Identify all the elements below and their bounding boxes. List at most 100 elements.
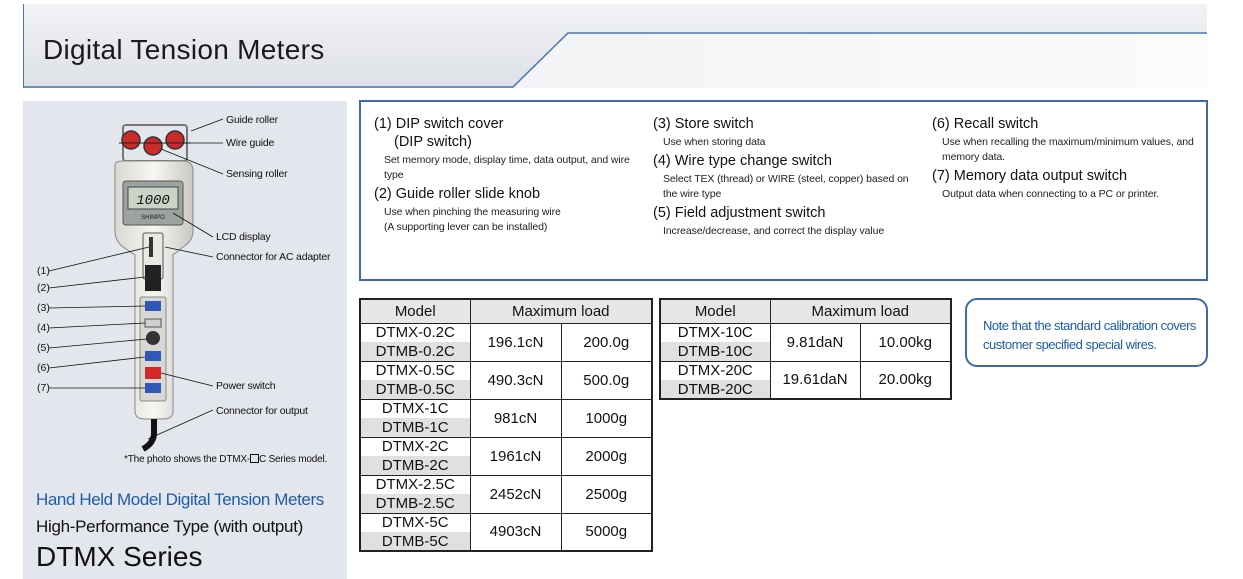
switch-5-desc: Increase/decrease, and correct the displ…: [663, 225, 885, 237]
number-label-3: (3): [37, 302, 50, 314]
table-row: DTMB-0.5C: [359, 380, 652, 400]
tension-meter-illustration: 1000 SHIMPO: [48, 118, 224, 452]
callout-sensing-roller: Sensing roller: [226, 168, 288, 180]
model-cell: DTMX-0.2C: [359, 322, 471, 342]
number-label-2: (2): [37, 282, 50, 294]
header-model: Model: [659, 298, 771, 324]
load-g-cell: 500.0g: [560, 360, 653, 400]
number-label-4: (4): [37, 322, 50, 334]
model-cell: DTMX-0.5C: [359, 360, 471, 380]
model-cell: DTMB-20C: [659, 380, 771, 400]
model-cell: DTMB-2.5C: [359, 494, 471, 514]
photo-note: *The photo shows the DTMX- C Series model…: [124, 454, 327, 465]
switch-column-2: (3) Store switch Use when storing data (…: [653, 115, 923, 241]
switch-7-title: (7) Memory data output switch: [932, 168, 1128, 184]
series-subtitle-1: Hand Held Model Digital Tension Meters: [36, 490, 324, 509]
load-g-cell: 2000g: [560, 436, 653, 476]
photo-note-suffix: C Series model.: [258, 454, 328, 465]
header-model: Model: [359, 298, 471, 324]
lcd-value: 1000: [136, 193, 170, 209]
switch-4-title: (4) Wire type change switch: [653, 153, 832, 169]
switch-2-desc-2: (A supporting lever can be installed): [384, 221, 548, 233]
table-header-row: Model Maximum load: [659, 298, 952, 324]
table-row: DTMB-5C: [359, 532, 652, 552]
series-subtitle-2: High-Performance Type (with output): [36, 517, 303, 536]
load-g-cell: 5000g: [560, 512, 653, 552]
number-label-6: (6): [37, 362, 50, 374]
header-max-load: Maximum load: [769, 298, 952, 324]
header-max-load: Maximum load: [469, 298, 653, 324]
model-cell: DTMX-10C: [659, 322, 771, 342]
switch-1-desc: Set memory mode, display time, data outp…: [384, 154, 630, 181]
switch-5-title: (5) Field adjustment switch: [653, 205, 826, 221]
header-banner: Digital Tension Meters: [23, 4, 1207, 88]
model-cell: DTMB-10C: [659, 342, 771, 362]
load-cn-cell: 490.3cN: [469, 360, 562, 400]
table-row: DTMB-2.5C: [359, 494, 652, 514]
callout-wire-guide: Wire guide: [226, 137, 275, 149]
load-cn-cell: 196.1cN: [469, 322, 562, 362]
load-cn-cell: 981cN: [469, 398, 562, 438]
load-g-cell: 200.0g: [560, 322, 653, 362]
load-cn-cell: 4903cN: [469, 512, 562, 552]
load-g-cell: 2500g: [560, 474, 653, 514]
callout-power-switch: Power switch: [216, 380, 276, 392]
model-cell: DTMX-2.5C: [359, 474, 471, 494]
product-panel: 1000 SHIMPO Guide roller Wire guide: [23, 101, 347, 579]
page-title: Digital Tension Meters: [43, 34, 325, 65]
model-cell: DTMB-5C: [359, 532, 471, 552]
switch-4-desc: Select TEX (thread) or WIRE (steel, copp…: [663, 173, 909, 200]
switch-6-desc: Use when recalling the maximum/minimum v…: [942, 136, 1194, 163]
number-label-5: (5): [37, 342, 50, 354]
model-cell: DTMB-2C: [359, 456, 471, 476]
load-kg-cell: 20.00kg: [859, 360, 952, 400]
switch-7-desc: Output data when connecting to a PC or p…: [942, 188, 1160, 200]
model-cell: DTMB-0.2C: [359, 342, 471, 362]
model-cell: DTMX-2C: [359, 436, 471, 456]
calibration-note-text: Note that the standard calibration cover…: [983, 318, 1196, 352]
table-row: DTMB-20C: [659, 380, 951, 400]
switch-1-title: (1) DIP switch cover: [374, 116, 504, 132]
banner-shape: [23, 4, 1207, 88]
switch-6-title: (6) Recall switch: [932, 116, 1039, 132]
load-g-cell: 1000g: [560, 398, 653, 438]
load-kg-cell: 10.00kg: [859, 322, 952, 362]
calibration-note: Note that the standard calibration cover…: [965, 298, 1208, 367]
model-cell: DTMX-20C: [659, 360, 771, 380]
switch-3-desc: Use when storing data: [663, 136, 766, 148]
table-row: DTMB-2C: [359, 456, 652, 476]
switch-1-subtitle: (DIP switch): [394, 134, 472, 150]
model-cell: DTMB-0.5C: [359, 380, 471, 400]
series-name: DTMX Series: [36, 541, 203, 572]
brand-label: SHIMPO: [141, 215, 165, 221]
photo-note-prefix: *The photo shows the DTMX-: [124, 454, 250, 465]
model-cell: DTMX-5C: [359, 512, 471, 532]
callout-lcd-display: LCD display: [216, 231, 271, 243]
load-cn-cell: 1961cN: [469, 436, 562, 476]
switch-3-title: (3) Store switch: [653, 116, 754, 132]
number-label-7: (7): [37, 382, 50, 394]
switch-column-3: (6) Recall switch Use when recalling the…: [932, 115, 1200, 204]
load-cn-cell: 2452cN: [469, 474, 562, 514]
callout-ac-connector: Connector for AC adapter: [216, 251, 331, 263]
callout-guide-roller: Guide roller: [226, 114, 278, 126]
table-header-row: Model Maximum load: [359, 298, 653, 324]
placeholder-box-icon: [249, 454, 259, 463]
switch-description-box: (1) DIP switch cover (DIP switch) Set me…: [359, 100, 1208, 281]
load-dan-cell: 9.81daN: [769, 322, 861, 362]
switch-2-desc: Use when pinching the measuring wire: [384, 206, 561, 218]
model-cell: DTMB-1C: [359, 418, 471, 438]
load-dan-cell: 19.61daN: [769, 360, 861, 400]
callout-output-connector: Connector for output: [216, 405, 308, 417]
number-label-1: (1): [37, 265, 50, 277]
switch-column-1: (1) DIP switch cover (DIP switch) Set me…: [374, 115, 644, 237]
